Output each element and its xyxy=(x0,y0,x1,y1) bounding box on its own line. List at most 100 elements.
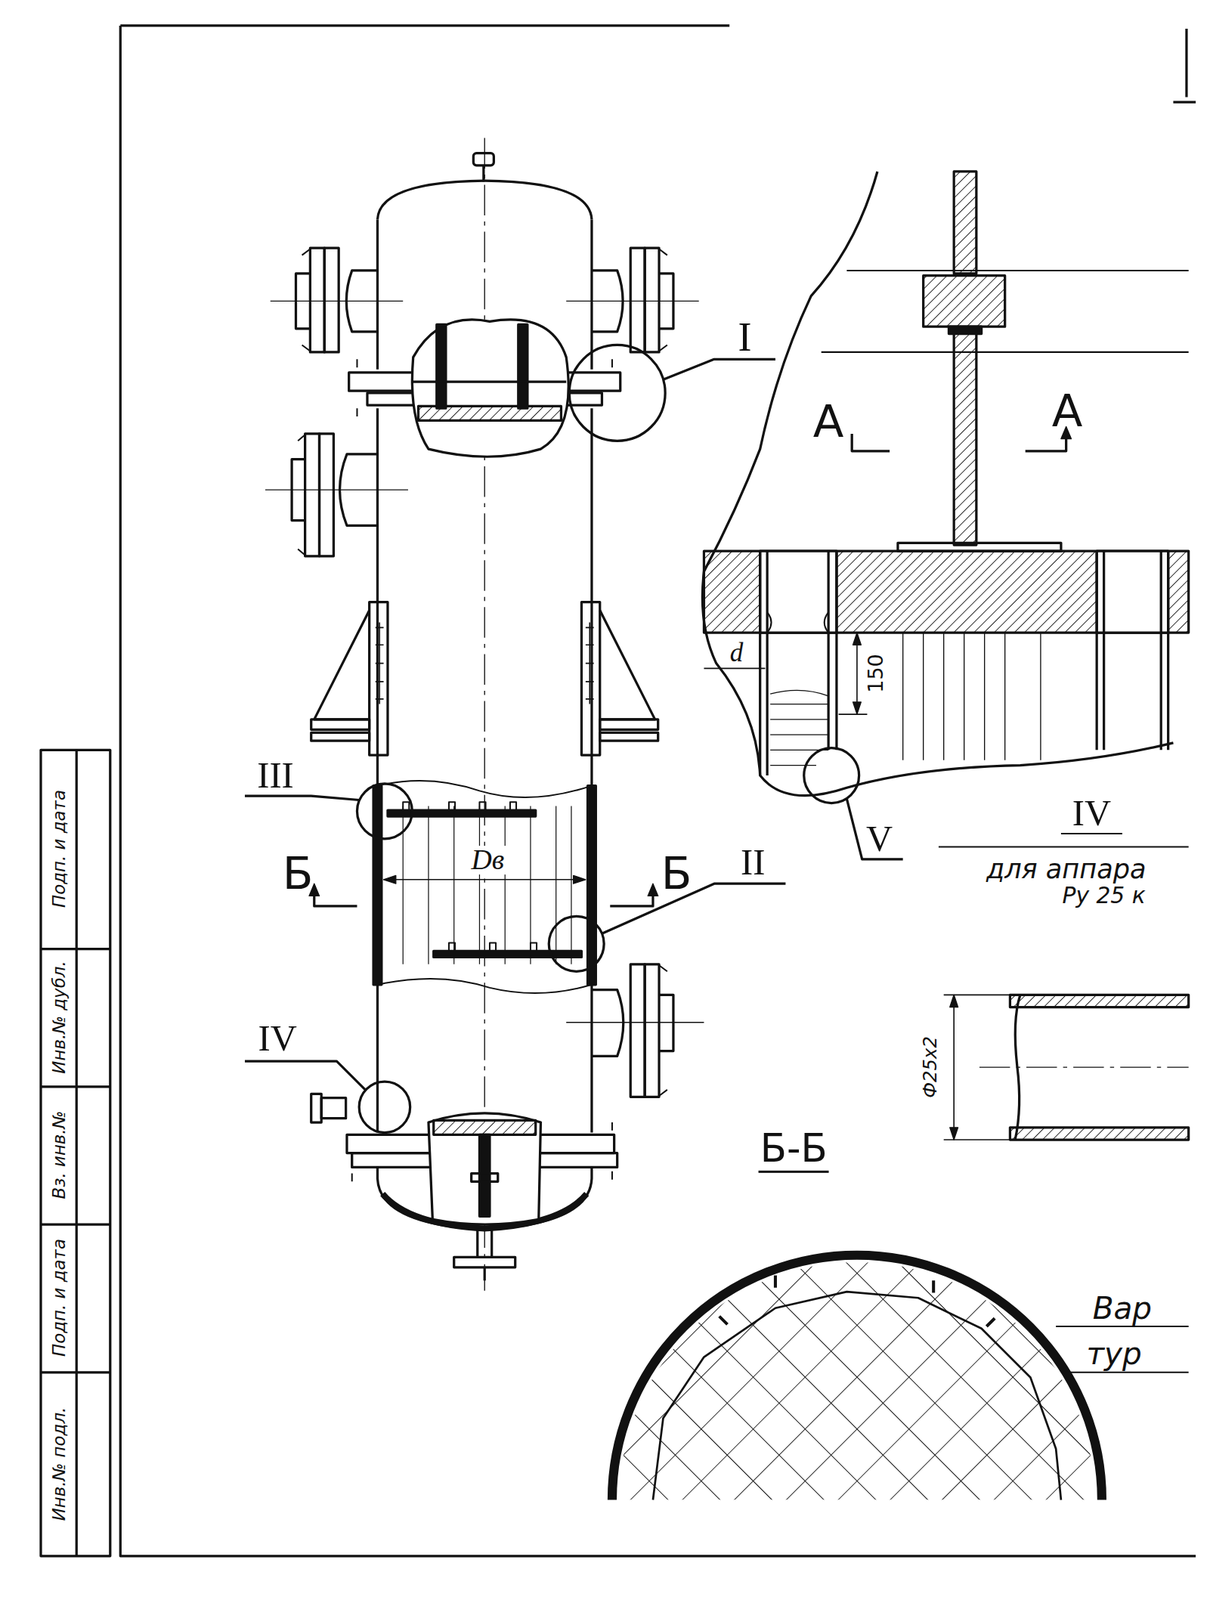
column-vessel-line xyxy=(473,153,494,166)
column-vessel-line xyxy=(311,732,370,741)
detail-IV xyxy=(702,171,1189,860)
tube-detail-line xyxy=(1009,994,1189,1007)
detail-IV-line xyxy=(1025,430,1067,452)
column-vessel-line xyxy=(413,380,567,383)
column-vessel-line xyxy=(644,247,660,353)
column-vessel-line xyxy=(383,875,586,884)
column-vessel-line xyxy=(387,810,536,817)
note-text: Ру 25 к xyxy=(1061,884,1148,907)
callout-number: III xyxy=(255,757,296,795)
column-vessel-line xyxy=(314,609,370,719)
column-vessel-line xyxy=(433,1120,536,1135)
detail-IV-line xyxy=(702,171,1173,796)
column-vessel-line xyxy=(270,300,403,302)
dimension-label: 150 xyxy=(865,652,886,695)
column-vessel-line xyxy=(581,602,600,756)
column-vessel-line xyxy=(644,964,660,1097)
section-B-B-line xyxy=(612,1255,1102,1501)
section-B-B-line xyxy=(719,1275,995,1327)
detail-IV-line xyxy=(767,612,829,633)
column-vessel-line xyxy=(585,622,595,705)
tube-detail-line xyxy=(979,1067,1189,1068)
detail-IV-line xyxy=(938,833,1189,848)
column-vessel-line xyxy=(479,1134,489,1217)
section-B-B-line xyxy=(1055,1326,1189,1373)
detail-IV-line xyxy=(838,632,868,715)
sheet-frame-line xyxy=(120,24,730,27)
section-letter: Б xyxy=(659,851,694,896)
column-vessel-line xyxy=(375,622,384,705)
column-vessel-line xyxy=(482,165,485,183)
sheet-frame-line xyxy=(120,25,1196,1557)
detail-IV-line xyxy=(760,550,837,633)
callout-number: IV xyxy=(256,1020,299,1058)
column-vessel-line xyxy=(483,1267,486,1282)
column-vessel-line xyxy=(448,942,537,951)
column-vessel-line xyxy=(587,786,597,985)
column-vessel-line xyxy=(600,719,659,730)
column-vessel-line xyxy=(454,1256,516,1267)
dimension-label: Dв xyxy=(469,845,506,875)
detail-IV-line xyxy=(851,433,890,452)
column-vessel-line xyxy=(265,488,409,490)
column-vessel-line xyxy=(659,965,668,1096)
column-vessel-line xyxy=(402,806,572,965)
column-vessel-line xyxy=(358,1081,410,1133)
detail-IV-line xyxy=(804,748,860,804)
sheet-frame xyxy=(120,25,1196,1557)
section-title: Б-Б xyxy=(758,1129,830,1173)
detail-IV-line xyxy=(770,690,829,765)
note-text: тур xyxy=(1084,1338,1143,1370)
stamp-field: Инв.№ дубл. xyxy=(50,959,69,1075)
section-B-B-line xyxy=(652,1291,1062,1500)
column-vessel-line xyxy=(600,609,656,719)
detail-IV-line xyxy=(948,326,981,334)
detail-title: IV xyxy=(1070,795,1113,833)
tube-detail-line xyxy=(1009,1127,1189,1140)
detail-IV-line xyxy=(1096,550,1168,750)
detail-IV-line xyxy=(953,171,977,274)
stamp-field: Инв.№ подл. xyxy=(50,1405,69,1523)
column-vessel-line xyxy=(630,964,645,1097)
column-vessel-line xyxy=(319,433,335,557)
detail-IV-line xyxy=(853,632,862,715)
column-vessel xyxy=(244,137,786,1291)
column-vessel-line xyxy=(324,247,339,353)
column-vessel-line xyxy=(297,434,305,555)
tube-detail-line xyxy=(943,994,1011,1140)
callout-number: V xyxy=(864,820,895,858)
column-vessel-line xyxy=(377,180,592,220)
title-stamp-column-line xyxy=(40,749,111,1556)
column-vessel-line xyxy=(244,795,359,800)
column-vessel-line xyxy=(369,602,388,756)
column-vessel-line xyxy=(433,950,582,957)
note-text: для аппара xyxy=(984,856,1149,883)
sheet-frame-line xyxy=(1172,28,1196,103)
column-vessel-line xyxy=(383,878,586,881)
column-vessel-line xyxy=(373,786,382,985)
column-vessel-line xyxy=(244,1061,366,1090)
detail-IV-line xyxy=(703,550,1189,633)
tube-detail xyxy=(943,994,1189,1140)
column-vessel-line xyxy=(428,1113,541,1225)
detail-IV-line xyxy=(903,632,1041,761)
column-vessel-line xyxy=(662,358,775,380)
column-vessel-line xyxy=(647,883,658,896)
detail-IV-line xyxy=(923,275,1006,327)
callout-number: I xyxy=(736,316,753,358)
column-vessel-line xyxy=(609,885,653,907)
title-stamp-column-line xyxy=(40,749,111,1556)
column-vessel-line xyxy=(600,732,659,741)
detail-IV-line xyxy=(953,328,977,545)
column-vessel-line xyxy=(402,801,517,811)
column-vessel-line xyxy=(566,1021,704,1023)
title-stamp-column xyxy=(40,749,111,1556)
column-vessel-line xyxy=(548,916,604,972)
column-vessel-line xyxy=(601,883,786,934)
stamp-field: Подп. и дата xyxy=(50,1237,69,1359)
section-letter: А xyxy=(811,399,846,444)
column-vessel-line xyxy=(321,1098,346,1119)
note-text: Вар xyxy=(1091,1292,1154,1324)
column-vessel-line xyxy=(518,324,528,409)
